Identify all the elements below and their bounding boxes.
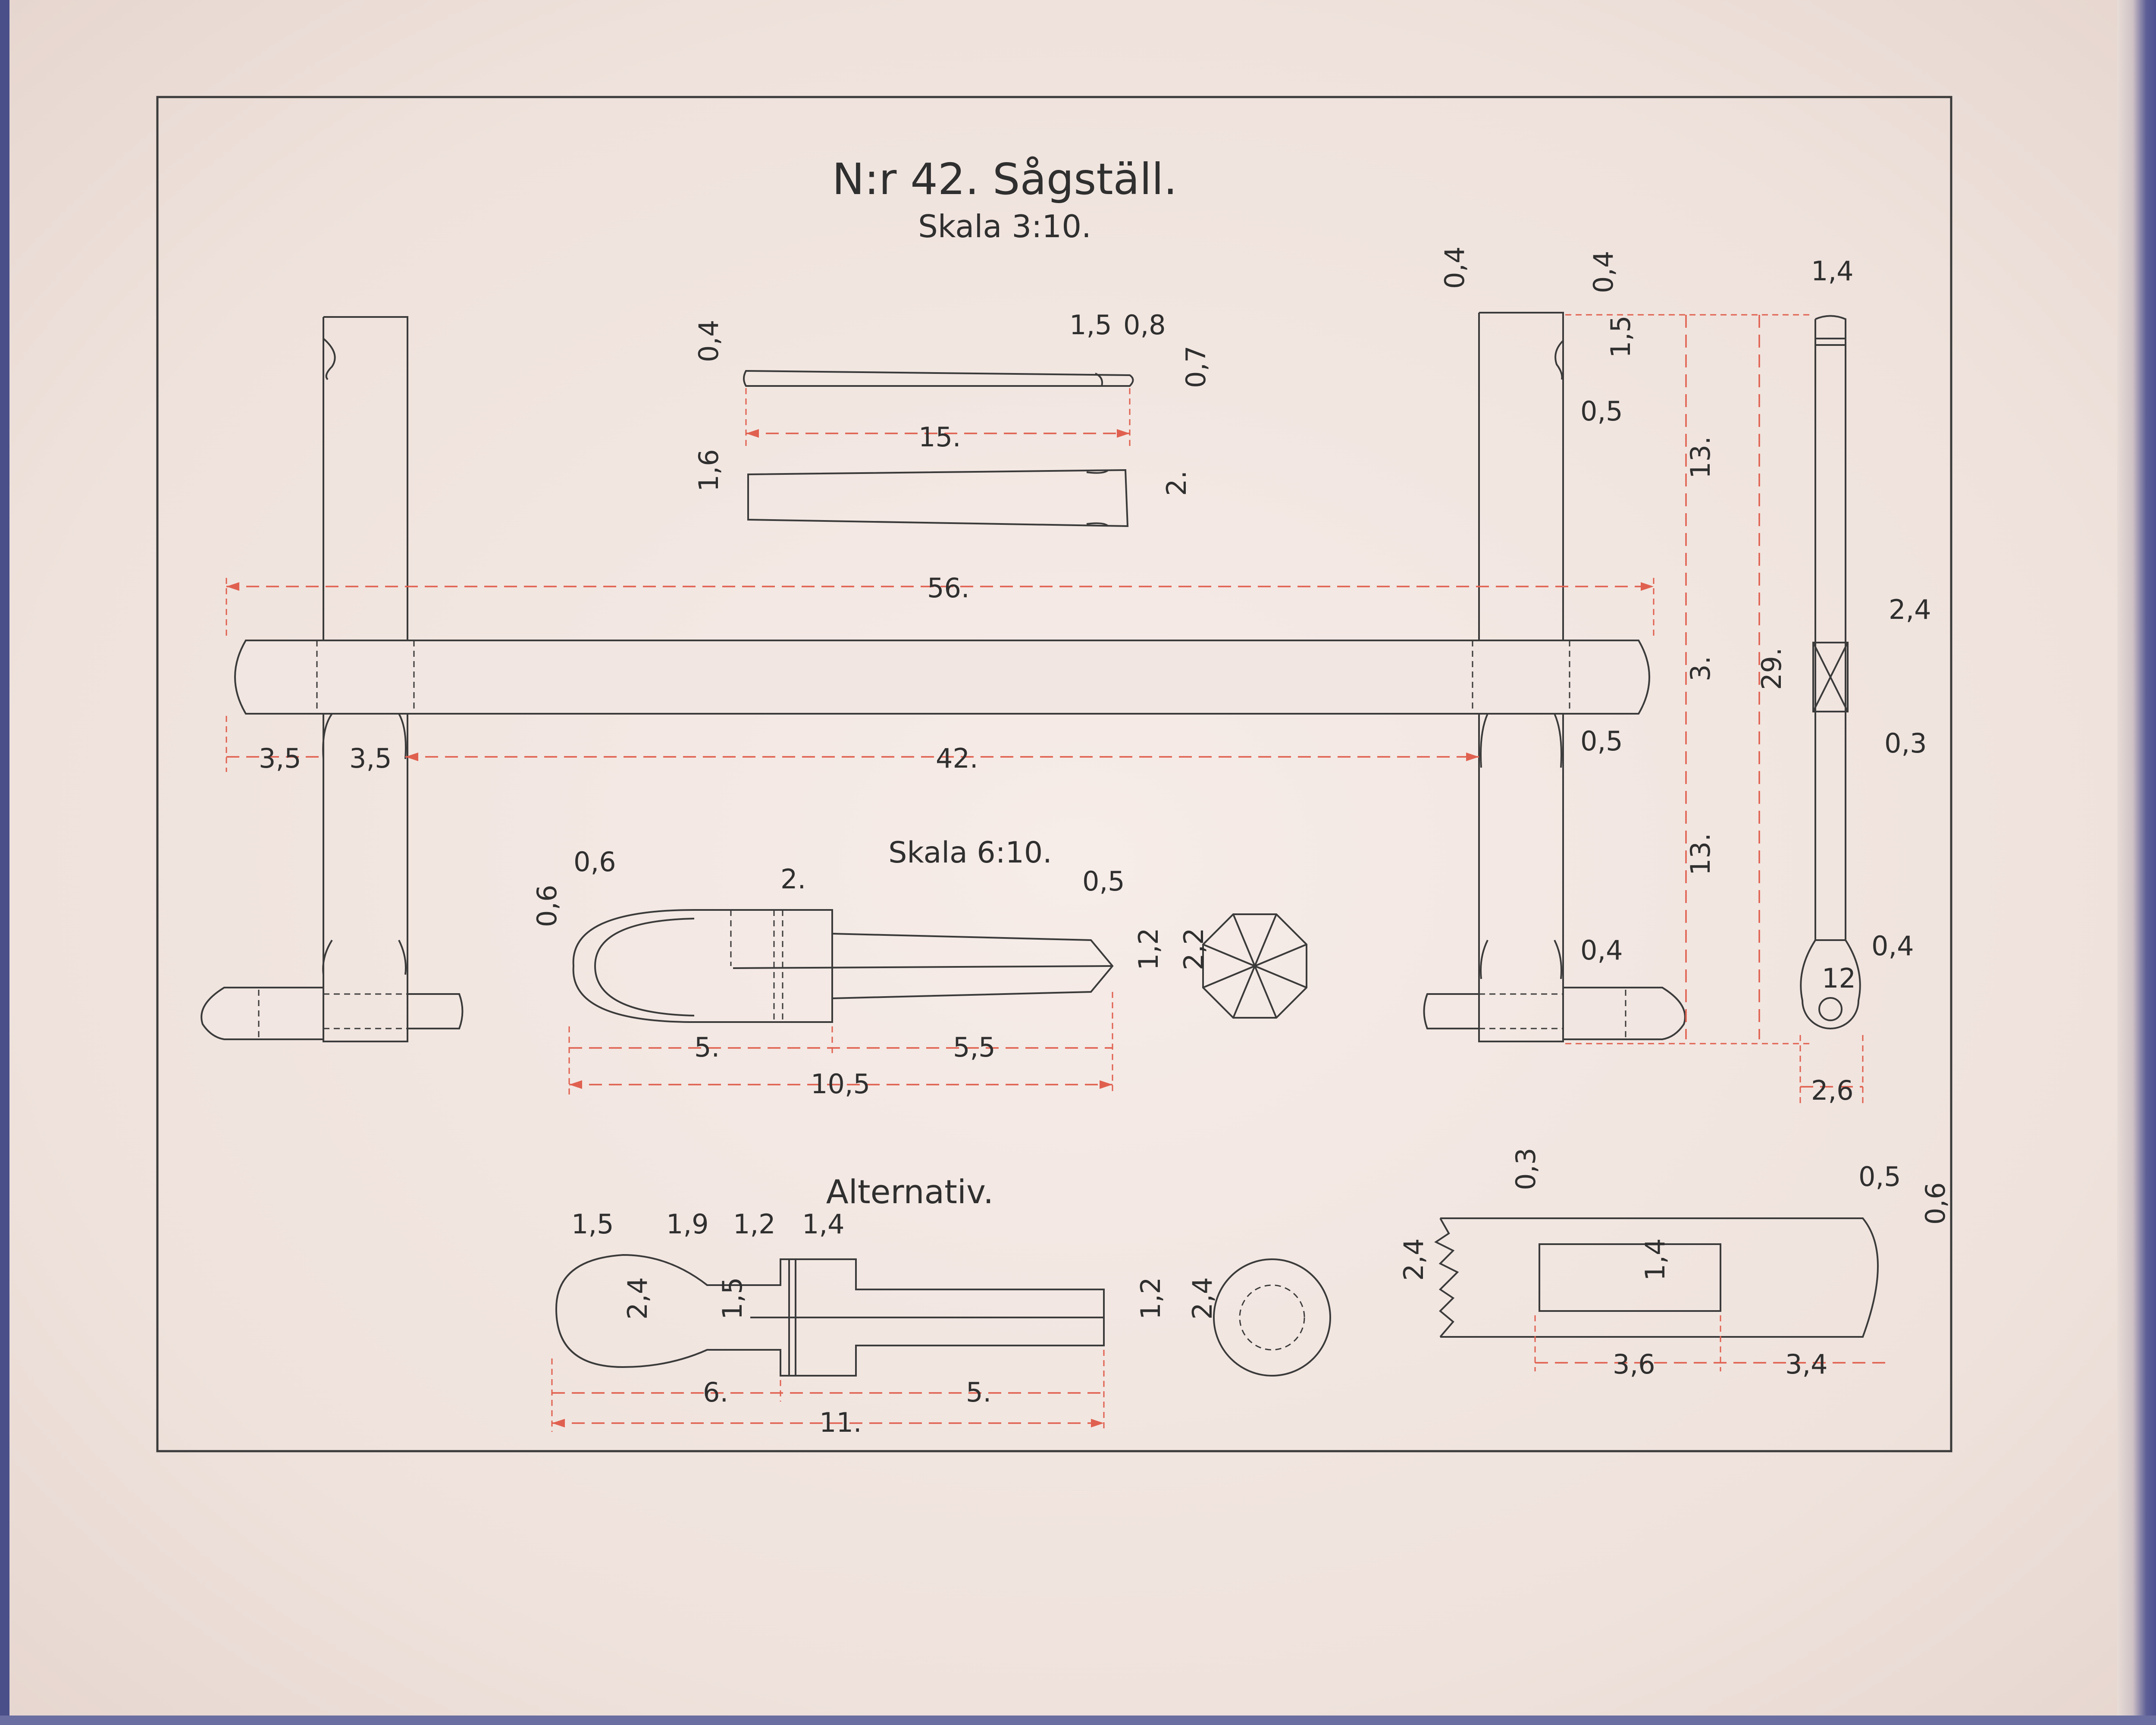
- dimension-lines: [226, 314, 1889, 1432]
- plate-frame: [156, 96, 1952, 1452]
- dim-label: 13.: [1685, 436, 1716, 479]
- right-notch: [1554, 340, 1564, 380]
- dim-label: 0,5: [1858, 1161, 1901, 1192]
- dim-label: 1,2: [1135, 1277, 1166, 1320]
- dim-label: 0,8: [1123, 309, 1166, 341]
- dim-label: 0,3: [1884, 728, 1927, 759]
- left-notch: [323, 338, 336, 380]
- detail-wedge-6-10: [572, 909, 1307, 1023]
- left-upright: [323, 316, 408, 1042]
- scale-detail: Skala 6:10.: [888, 836, 1052, 870]
- book-spine-edge: [0, 0, 9, 1725]
- dimension-labels: 0,4 1,5 0,8 0,7 15. 1,6 2. 56. 3,5 3,5 4…: [259, 246, 1951, 1438]
- dim-label: 2,4: [1398, 1238, 1429, 1281]
- dim-label: 0,4: [1588, 251, 1619, 293]
- dim-label: 13.: [1685, 833, 1716, 875]
- dim-label: 3,6: [1613, 1349, 1655, 1380]
- upright-side-view: [1800, 315, 1861, 1029]
- drawing-title: N:r 42. Sågställ.: [832, 154, 1177, 204]
- dim-label: 0,4: [1439, 246, 1470, 289]
- dim-label: 5.: [694, 1032, 720, 1063]
- dim-label: 0,7: [1180, 345, 1212, 388]
- dim-label: 12: [1822, 963, 1856, 994]
- dim-label: 2,6: [1811, 1075, 1854, 1106]
- dim-label: 1,5: [717, 1277, 748, 1320]
- dim-label: 29.: [1756, 647, 1787, 690]
- blade-end-detail: [1434, 1217, 1879, 1338]
- book-bottom-edge: [0, 1716, 2156, 1725]
- dim-label: 0,3: [1510, 1148, 1542, 1190]
- dim-label: 10,5: [811, 1068, 870, 1100]
- dim-label: 3,5: [259, 743, 301, 774]
- dim-label: 56.: [927, 572, 970, 604]
- dim-label: 42.: [936, 743, 978, 774]
- alternative-heading: Alternativ.: [826, 1173, 993, 1211]
- dim-label: 0,4: [1871, 930, 1914, 962]
- left-handle: [201, 987, 324, 1040]
- dim-label: 15.: [918, 421, 961, 453]
- dim-label: 0,6: [573, 846, 616, 878]
- dim-label: 2.: [1161, 470, 1192, 496]
- dim-label: 1,9: [666, 1208, 709, 1240]
- blade-slot: [1539, 1243, 1721, 1312]
- pivot-eye: [1800, 939, 1861, 1029]
- dim-label: 0,5: [1580, 725, 1623, 757]
- dim-label: 1,2: [733, 1208, 776, 1240]
- dim-label: 1,4: [1639, 1238, 1671, 1281]
- dim-label: 0,5: [1580, 395, 1623, 427]
- dim-label: 1,2: [1133, 928, 1164, 970]
- dim-label: 0,6: [531, 884, 563, 927]
- dim-label: 2,4: [622, 1277, 653, 1320]
- dim-label: 5.: [966, 1377, 991, 1408]
- wedge-pin-views: [743, 370, 1134, 527]
- dim-label: 0,4: [693, 320, 724, 362]
- dim-label: 3.: [1685, 656, 1716, 681]
- dim-label: 1,4: [1811, 255, 1854, 287]
- dim-label: 1,5: [1605, 315, 1636, 358]
- dim-label: 1,6: [693, 449, 724, 492]
- dim-label: 1,4: [802, 1208, 845, 1240]
- right-handle: [1562, 987, 1686, 1040]
- mortise-square: [1812, 642, 1849, 712]
- dim-label: 1,5: [1069, 309, 1112, 341]
- dim-label: 6.: [703, 1377, 728, 1408]
- dim-label: 11.: [819, 1407, 862, 1438]
- dim-label: 5,5: [953, 1032, 996, 1063]
- dim-label: 2,4: [1889, 594, 1931, 625]
- dim-label: 0,6: [1920, 1182, 1951, 1225]
- alternative-handle: [555, 1254, 1331, 1377]
- dim-label: 2.: [780, 863, 806, 895]
- dim-label: 0,5: [1082, 866, 1125, 897]
- dim-label: 2,4: [1187, 1277, 1218, 1320]
- dim-label: 0,4: [1580, 935, 1623, 966]
- crossbar: [234, 640, 1650, 715]
- scale-main: Skala 3:10.: [918, 208, 1091, 245]
- dim-label: 1,5: [571, 1208, 614, 1240]
- book-page-edge: [2117, 0, 2156, 1725]
- round-section: [1213, 1258, 1331, 1377]
- saw-frame-front-view: [201, 312, 1686, 1042]
- dim-label: 3,4: [1785, 1349, 1828, 1380]
- dim-label: 3,5: [349, 743, 392, 774]
- dim-label: 2,2: [1178, 928, 1210, 970]
